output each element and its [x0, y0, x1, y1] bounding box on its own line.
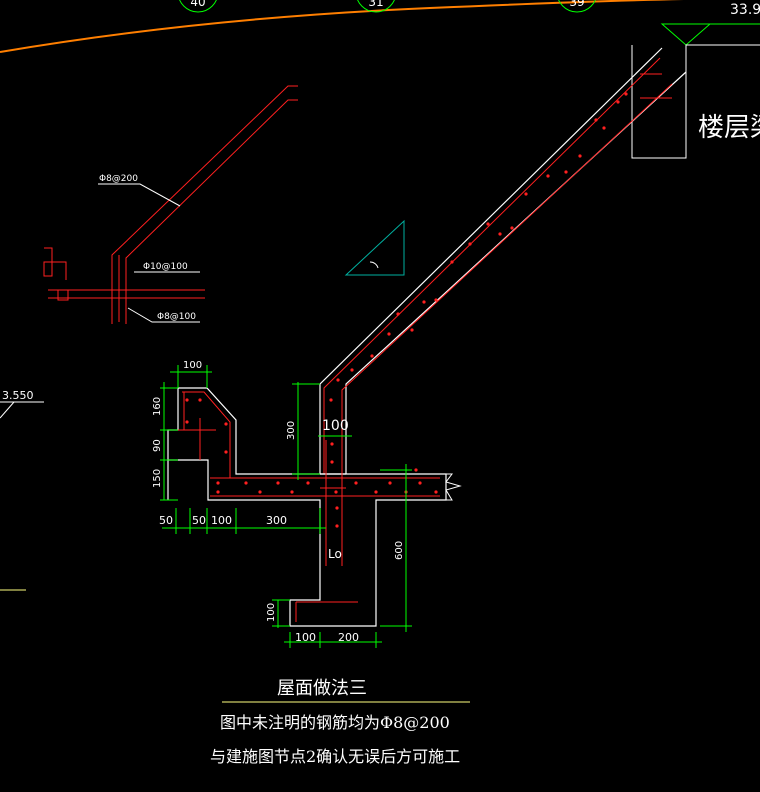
rebar-label-b: Φ10@100: [143, 262, 188, 272]
dimension-texts: 100 160 90 150 300 100 50 50 100 300 600…: [152, 360, 405, 644]
break-line: [445, 473, 462, 501]
dim-bottom-50a: 50: [159, 514, 173, 527]
rebar-label-a: Φ8@200: [99, 174, 138, 184]
roof-arc-line: [0, 0, 684, 53]
dim-right-600: 600: [394, 541, 405, 560]
axis-bubble-label: 40: [190, 0, 205, 9]
rebar-leaders: [98, 183, 200, 323]
dim-foot-100-v: 100: [266, 603, 277, 622]
note-line-1: 图中未注明的钢筋均为Φ8@200: [220, 713, 450, 732]
floor-beam-box: 楼层梁: [631, 44, 760, 159]
elevation-left-text: 3.550: [2, 389, 34, 402]
drawing-title: 屋面做法三: [277, 678, 367, 699]
dim-web-300: 300: [286, 421, 297, 440]
dim-top-100: 100: [183, 360, 202, 371]
axis-bubble-label: 31: [368, 0, 383, 9]
dim-foot-200: 200: [338, 631, 359, 644]
dim-web-100: 100: [322, 418, 349, 434]
dimension-lines: [160, 365, 412, 648]
dim-bottom-50b: 50: [192, 514, 206, 527]
axis-bubble-2: 31: [357, 0, 395, 13]
rebar-detail: [43, 85, 298, 324]
dim-bottom-300: 300: [266, 514, 287, 527]
lo-label: Lo: [328, 547, 342, 561]
elevation-marker-left: 3.550: [0, 389, 44, 419]
rebar-label-c: Φ8@100: [157, 312, 196, 322]
axis-bubble-3: 39: [558, 0, 596, 13]
dim-bottom-100: 100: [211, 514, 232, 527]
inclined-slab-rebar: [323, 57, 673, 474]
slope-symbol: [344, 219, 405, 276]
floor-beam-label: 楼层梁: [698, 113, 760, 143]
section-outline: [167, 387, 447, 627]
axis-bubble-1: 40: [179, 0, 217, 13]
note-line-2: 与建施图节点2确认无误后方可施工: [210, 747, 460, 766]
inclined-slab: [319, 47, 687, 474]
axis-bubble-label: 39: [569, 0, 584, 9]
dim-left-160: 160: [152, 397, 163, 416]
rebar-dots: [185, 92, 628, 528]
section-rebar: [178, 391, 440, 622]
dim-left-150: 150: [152, 469, 163, 488]
elevation-marker-top: 33.95: [660, 2, 760, 46]
dim-foot-100-h: 100: [295, 631, 316, 644]
elevation-top-text: 33.95: [730, 2, 760, 18]
dim-left-90: 90: [152, 439, 163, 452]
